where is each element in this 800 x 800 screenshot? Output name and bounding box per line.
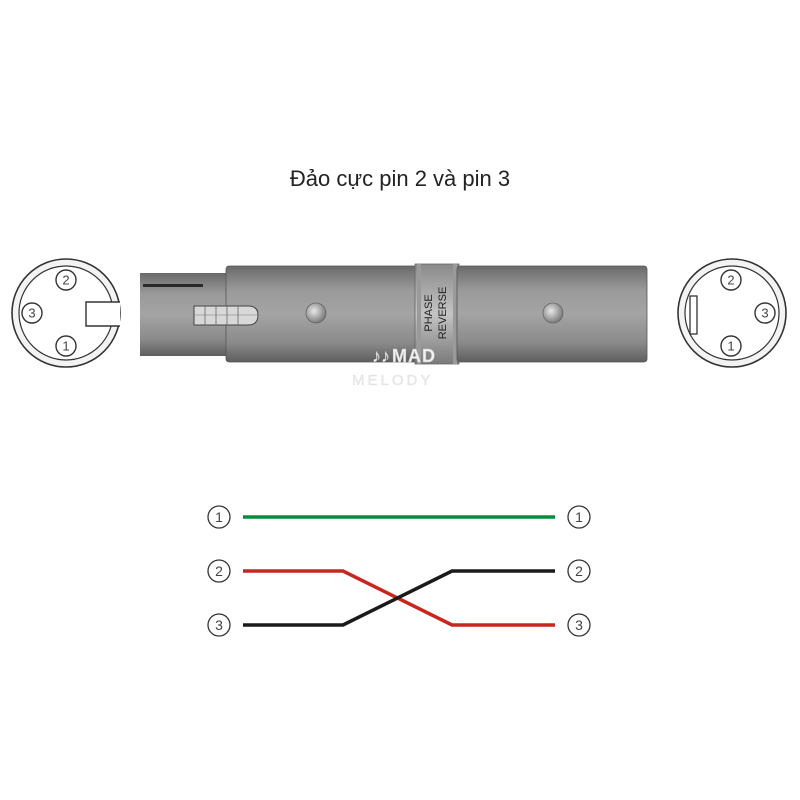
wiring-diagram: 1 2 3 1 2 3 <box>207 505 591 637</box>
left-pin-1: 1 <box>55 335 77 357</box>
wiring-left-pin-2: 2 <box>207 559 231 583</box>
adapter-label-line-2: REVERSE <box>437 287 449 340</box>
pin-label: 2 <box>62 273 69 288</box>
wiring-right-pin-3: 3 <box>567 613 591 637</box>
screw-dot-left <box>305 302 327 324</box>
right-pin-1: 1 <box>720 335 742 357</box>
barrel-groove <box>143 284 203 287</box>
pin-label: 3 <box>761 306 768 321</box>
left-pin-2: 2 <box>55 269 77 291</box>
pin-label: 1 <box>215 509 223 525</box>
phase-reverse-adapter: PHASE REVERSE <box>140 263 648 365</box>
pin-label: 3 <box>28 306 35 321</box>
wiring-right-pin-2: 2 <box>567 559 591 583</box>
pin-label: 3 <box>215 617 223 633</box>
left-pin-3: 3 <box>21 302 43 324</box>
connector-inner-ring <box>684 265 780 361</box>
pin-label: 1 <box>575 509 583 525</box>
wiring-left-pin-1: 1 <box>207 505 231 529</box>
ring-edge <box>453 264 457 364</box>
wire-3-to-2 <box>243 569 555 627</box>
adapter-label-line-1: PHASE <box>423 294 435 331</box>
pin-label: 1 <box>62 339 69 354</box>
left-connector-face: 2 3 1 <box>11 258 121 368</box>
pin-label: 3 <box>575 617 583 633</box>
pin-label: 2 <box>727 273 734 288</box>
pin-label: 1 <box>727 339 734 354</box>
screw-dot-right <box>542 302 564 324</box>
watermark-logo: ♪♪ MAD MELODY <box>352 346 436 389</box>
watermark-line-2: MELODY <box>352 372 433 389</box>
wiring-right-pin-1: 1 <box>567 505 591 529</box>
page-title: Đảo cực pin 2 và pin 3 <box>289 166 511 191</box>
label-ring <box>414 263 460 365</box>
adapter-label: PHASE REVERSE <box>423 287 449 340</box>
right-pin-3: 3 <box>754 302 776 324</box>
right-pin-2: 2 <box>720 269 742 291</box>
pin-label: 2 <box>215 563 223 579</box>
latch-button <box>193 305 259 326</box>
watermark-icon: ♪♪ <box>372 346 390 366</box>
watermark-line-1: MAD <box>392 346 436 366</box>
wiring-left-pin-3: 3 <box>207 613 231 637</box>
wires <box>243 515 555 627</box>
connector-key-slot <box>689 295 698 335</box>
connector-key-notch <box>85 301 120 327</box>
right-connector-face: 2 3 1 <box>677 258 787 368</box>
ring-edge <box>417 264 421 364</box>
pin-label: 2 <box>575 563 583 579</box>
